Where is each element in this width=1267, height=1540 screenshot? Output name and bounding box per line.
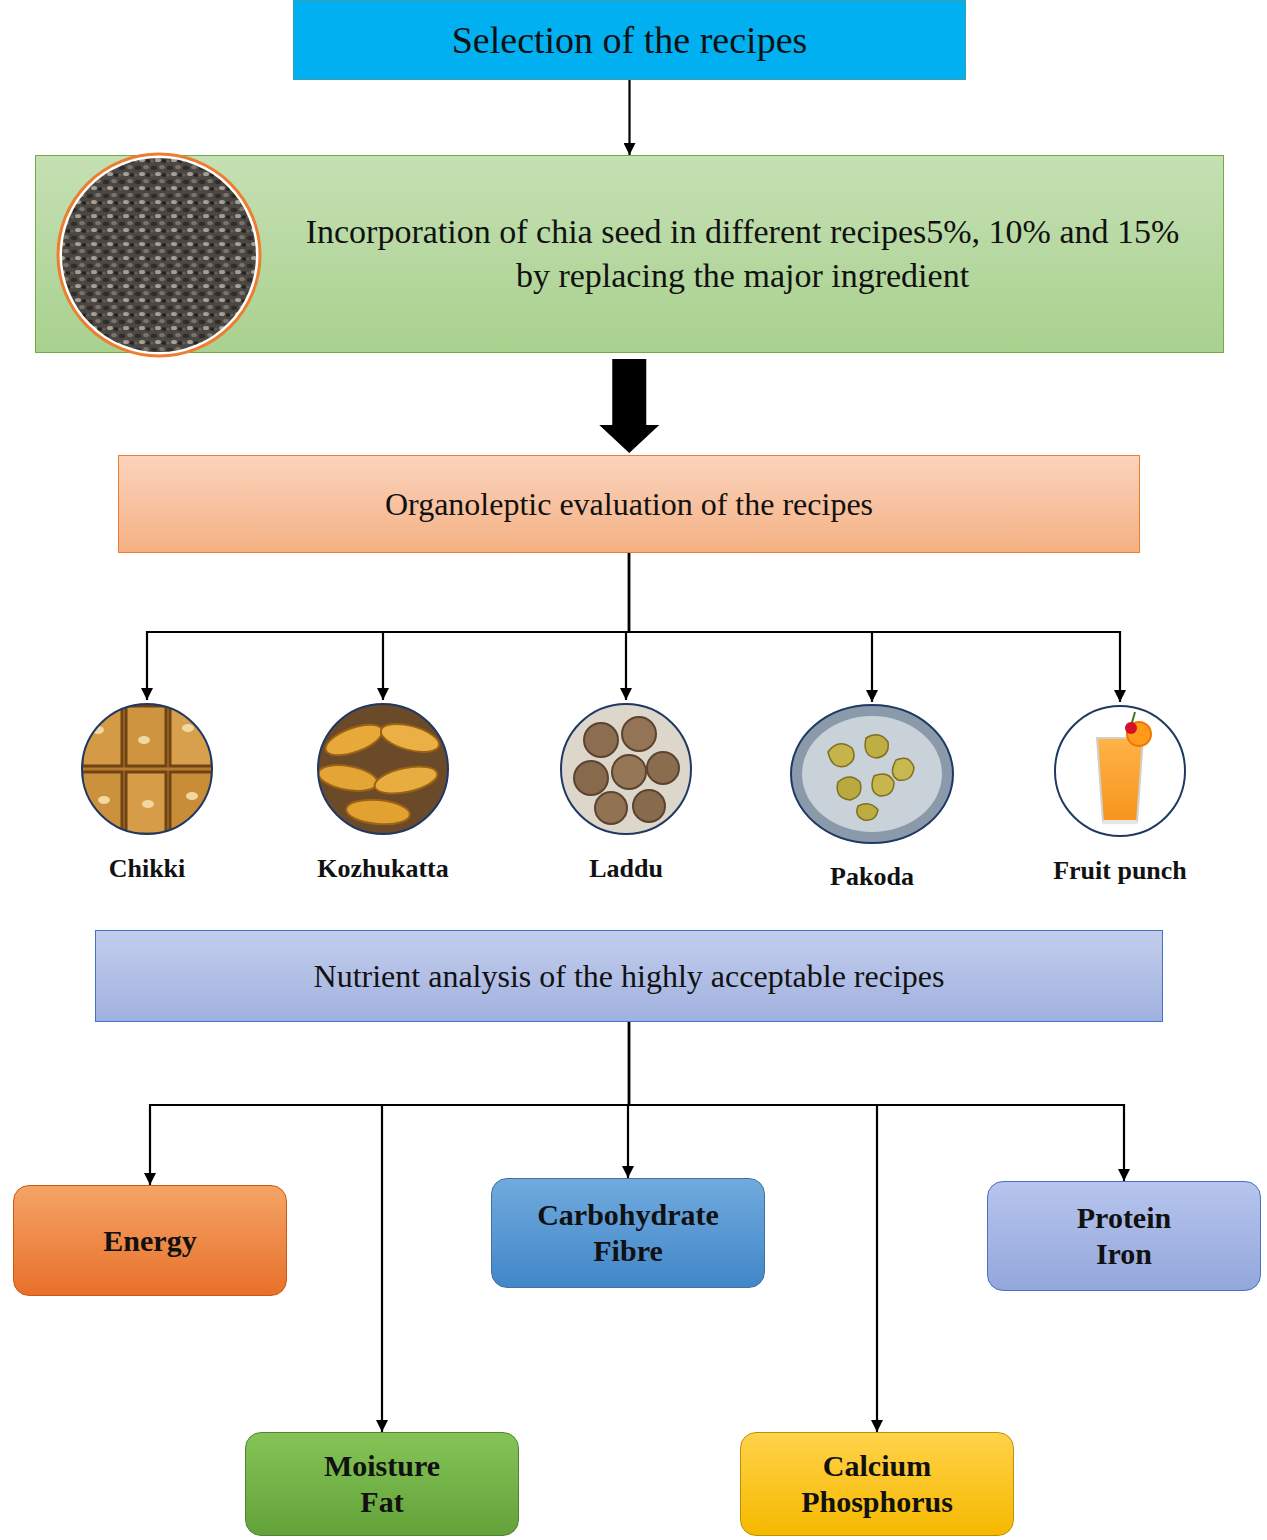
nutrient-box: Energy [13, 1185, 287, 1296]
recipe-circle: Fruit punch [1020, 702, 1220, 886]
illustration-part [837, 777, 861, 800]
plate-rim [791, 705, 953, 843]
node-text: Pakoda [830, 862, 914, 892]
illustration-part [142, 800, 154, 808]
chikki-pieces [78, 700, 216, 838]
recipe-circle: Laddu [526, 700, 726, 884]
illustration-part [345, 797, 411, 826]
nutrient-box: CarbohydrateFibre [491, 1178, 765, 1288]
photo-frame [1055, 706, 1185, 836]
illustration-part [1097, 738, 1143, 822]
illustration-part [612, 755, 646, 789]
chia-seed-photo [54, 150, 264, 360]
node-text: Nutrient analysis of the highly acceptab… [314, 958, 945, 995]
illustration-part [865, 735, 888, 758]
illustration-part [170, 706, 212, 766]
illustration-part [316, 761, 379, 795]
illustration-part [98, 796, 110, 804]
plate [802, 716, 942, 832]
node-text: Incorporation of chia seed in different … [286, 210, 1199, 298]
laddu-balls [557, 700, 695, 838]
illustration-part [647, 752, 679, 784]
illustration-part [322, 718, 387, 761]
illustration-part [574, 761, 608, 795]
connector-arrow [629, 553, 872, 702]
photo-frame [82, 704, 212, 834]
node-text: Fat [360, 1484, 403, 1520]
node-text: Fibre [593, 1233, 662, 1269]
chia-seeds [62, 158, 256, 352]
node-text: Calcium [823, 1448, 931, 1484]
illustration-part [126, 706, 166, 766]
node-text: Protein [1077, 1200, 1171, 1236]
node-text: Selection of the recipes [452, 18, 808, 62]
node-text: Laddu [589, 854, 663, 884]
connector-arrow [628, 80, 630, 155]
fruit-punch-photo [1051, 702, 1189, 840]
connector-arrow [383, 553, 629, 700]
node-text: Chikki [109, 854, 186, 884]
illustration-part [857, 804, 878, 821]
connector-arrow [629, 553, 1120, 702]
illustration-part [372, 762, 440, 799]
illustration-part [1125, 722, 1137, 734]
illustration-part [182, 724, 194, 732]
node-text: Kozhukatta [317, 854, 448, 884]
block-arrow [599, 359, 659, 453]
connector-arrow [147, 553, 629, 700]
nutrient-box: MoistureFat [245, 1432, 519, 1536]
illustration-part [186, 792, 198, 800]
glass-of-punch [1097, 712, 1151, 824]
nutrient-box: ProteinIron [987, 1181, 1261, 1291]
node-text: Energy [103, 1223, 196, 1259]
illustration-part [1103, 820, 1137, 824]
illustration-part [872, 774, 894, 796]
illustration-part [82, 772, 122, 834]
kozhukatta-pieces [314, 700, 452, 838]
step-box: Nutrient analysis of the highly acceptab… [95, 930, 1163, 1022]
recipe-circle: Chikki [47, 700, 247, 884]
node-text: Moisture [324, 1448, 440, 1484]
kozhukatta-photo [314, 700, 452, 838]
photo-frame [58, 154, 260, 356]
pakoda-pieces [828, 735, 914, 820]
connector-arrow [150, 1022, 629, 1185]
illustration-part [170, 772, 212, 834]
node-text: Phosphorus [801, 1484, 953, 1520]
nutrient-box: CalciumPhosphorus [740, 1432, 1014, 1536]
illustration-part [82, 706, 122, 766]
illustration-part [378, 719, 442, 758]
illustration-part [557, 700, 695, 838]
laddu-photo [557, 700, 695, 838]
illustration-part [633, 790, 665, 822]
illustration-part [138, 736, 150, 744]
step-box: Organoleptic evaluation of the recipes [118, 455, 1140, 553]
pakoda-photo [788, 702, 956, 846]
step-box: Incorporation of chia seed in different … [35, 155, 1224, 353]
illustration-part [622, 717, 656, 751]
node-text: Carbohydrate [537, 1197, 719, 1233]
recipe-circle: Pakoda [772, 702, 972, 892]
node-text: Iron [1096, 1236, 1152, 1272]
illustration-part [78, 700, 216, 838]
illustration-part [126, 772, 166, 834]
illustration-part [595, 792, 627, 824]
illustration-part [584, 723, 618, 757]
illustration-part [314, 700, 452, 838]
node-text: Fruit punch [1053, 856, 1187, 886]
illustration-part [892, 758, 914, 780]
illustration-part [828, 744, 854, 767]
node-text: Organoleptic evaluation of the recipes [385, 486, 873, 523]
photo-frame [318, 704, 448, 834]
chikki-photo [78, 700, 216, 838]
step-box: Selection of the recipes [293, 0, 966, 80]
recipe-circle: Kozhukatta [283, 700, 483, 884]
photo-frame [561, 704, 691, 834]
